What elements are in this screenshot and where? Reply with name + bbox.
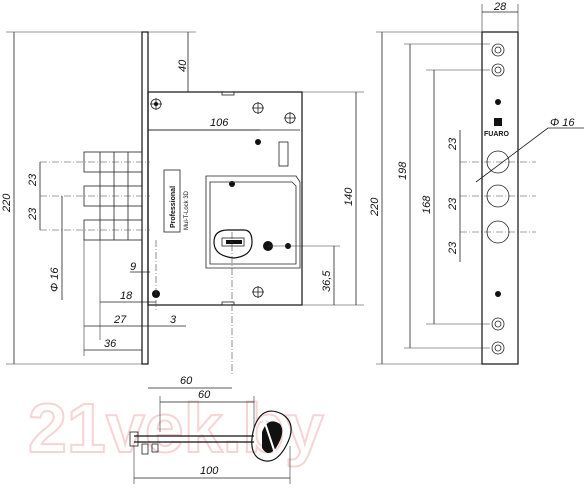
rivet-dot — [229, 181, 235, 187]
mechanism-cover — [205, 175, 301, 269]
dimensions-case: 40 106 140 36,5 60 — [148, 31, 364, 389]
case-brand-label: Professional Mul-T-Lock 3D — [163, 169, 190, 233]
dimensions-left: 220 23 23 Φ 16 9 18 27 3 36 — [1, 31, 186, 365]
dim-bolt-span: 168 — [421, 195, 433, 214]
case-slot — [278, 141, 289, 167]
case-screw-holes — [150, 98, 296, 298]
dim-bolt-pitch-left-2: 23 — [27, 207, 39, 221]
faceplate-side — [141, 31, 149, 365]
dim-cylinder-offset: 36,5 — [321, 270, 333, 292]
dim-bolt-pitch-1: 23 — [447, 137, 459, 151]
dim-18: 18 — [120, 290, 133, 302]
dim-bolt-pitch-3: 23 — [447, 241, 459, 255]
dim-key-length: 100 — [200, 465, 219, 477]
dim-bolt-diameter-left: Φ 16 — [49, 267, 61, 292]
dim-faceplate-width: 28 — [493, 1, 507, 13]
faceplate-bolt-holes — [486, 150, 510, 244]
dim-9: 9 — [130, 261, 136, 273]
faceplate-front: FUARO — [481, 31, 519, 365]
dim-case-width: 106 — [210, 117, 229, 129]
dim-overall-height-left: 220 — [1, 193, 13, 213]
brand-vertical-text: Professional — [170, 186, 177, 228]
dim-backset: 60 — [180, 375, 193, 387]
faceplate-screw-holes — [491, 43, 505, 355]
dim-bolt-pitch-left-1: 23 — [27, 173, 39, 187]
screw-hole-top-mid — [252, 102, 264, 114]
dim-3: 3 — [170, 314, 177, 326]
model-vertical-text: Mul-T-Lock 3D — [184, 190, 190, 230]
center-lines — [40, 161, 536, 376]
dim-bolt-pitch-2: 23 — [447, 197, 459, 211]
rivet-dot — [255, 139, 261, 145]
screw-hole-top-right — [284, 112, 296, 124]
dim-hole-spacing: 198 — [397, 161, 409, 180]
screw-hole-bottom-mid — [252, 286, 264, 298]
cylinder-mechanism — [213, 229, 291, 259]
dim-case-height: 140 — [343, 187, 355, 206]
faceplate-brand: FUARO — [484, 131, 509, 138]
brand-square-icon — [494, 118, 502, 126]
dim-27: 27 — [113, 314, 127, 326]
dim-top-offset: 40 — [177, 59, 189, 72]
dim-36: 36 — [104, 338, 117, 350]
dim-bolt-diameter: Φ 16 — [550, 117, 575, 129]
dim-overall-height-right: 220 — [369, 197, 381, 217]
dimensions-right: 28 220 198 168 23 23 23 Φ 16 — [369, 1, 584, 365]
dim-key-60: 60 — [198, 389, 211, 401]
key-drawing: 60 100 — [129, 389, 292, 484]
